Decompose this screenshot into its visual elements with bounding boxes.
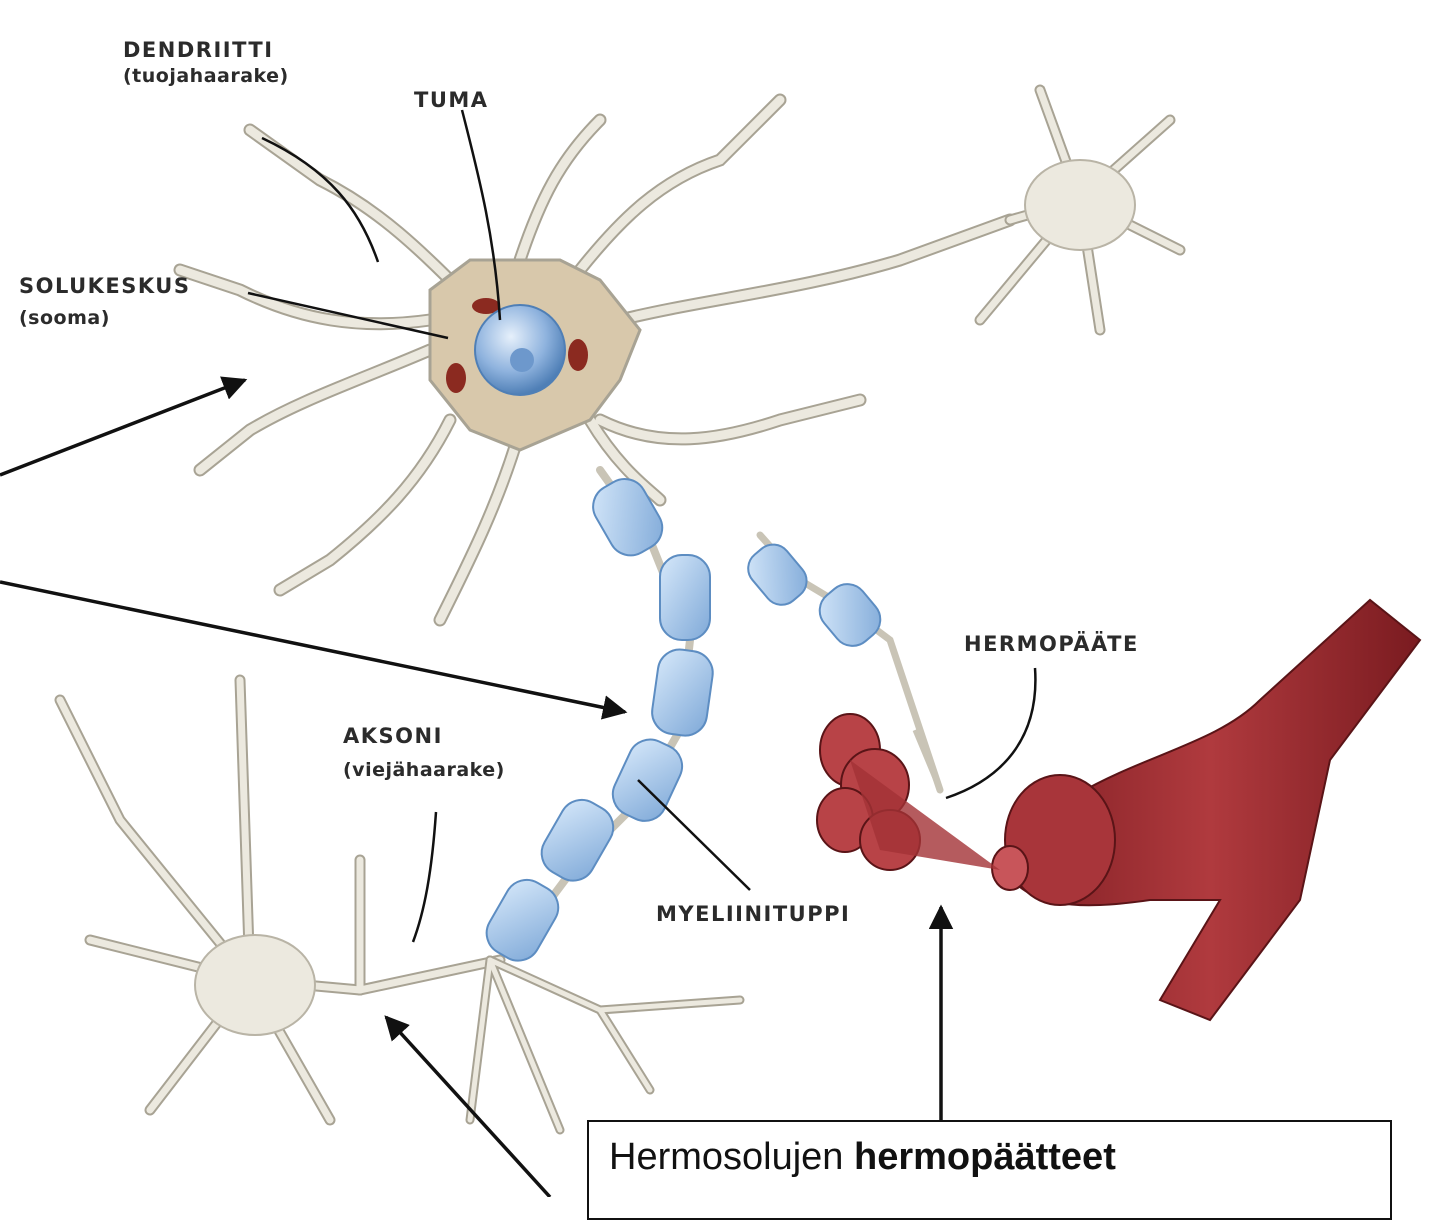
label-soma-main: SOLUKESKUS (19, 272, 191, 300)
callout-box: Hermosolujen hermopäätteet (587, 1120, 1392, 1220)
label-nerve-ending: HERMOPÄÄTE (964, 630, 1139, 658)
arrows (0, 380, 941, 1197)
mitochondrion-icon (568, 339, 588, 371)
label-nucleus: TUMA (414, 86, 489, 114)
mitochondrion-icon (446, 363, 466, 393)
label-nerve-ending-main: HERMOPÄÄTE (964, 630, 1139, 658)
label-axon-main: AKSONI (343, 722, 505, 750)
callout-bold-text: hermopäätteet (854, 1136, 1116, 1178)
axon (479, 470, 940, 969)
label-dendrite-sub: (tuojahaarake) (123, 64, 289, 90)
label-myelin-main: MYELIINITUPPI (656, 900, 850, 928)
label-axon-sub: (viejähaarake) (343, 758, 505, 784)
arrow-to-axon (0, 582, 625, 712)
label-soma-sub: (sooma) (19, 306, 191, 332)
muscle (817, 600, 1420, 1020)
label-axon: AKSONI (viejähaarake) (343, 722, 505, 784)
label-dendrite-main: DENDRIITTI (123, 36, 289, 64)
label-myelin: MYELIINITUPPI (656, 900, 850, 928)
label-dendrite: DENDRIITTI (tuojahaarake) (123, 36, 289, 90)
label-soma: SOLUKESKUS (sooma) (19, 272, 191, 332)
upper-right-neuron (980, 90, 1180, 330)
callout-text: Hermosolujen (609, 1136, 854, 1178)
label-nucleus-main: TUMA (414, 86, 489, 114)
